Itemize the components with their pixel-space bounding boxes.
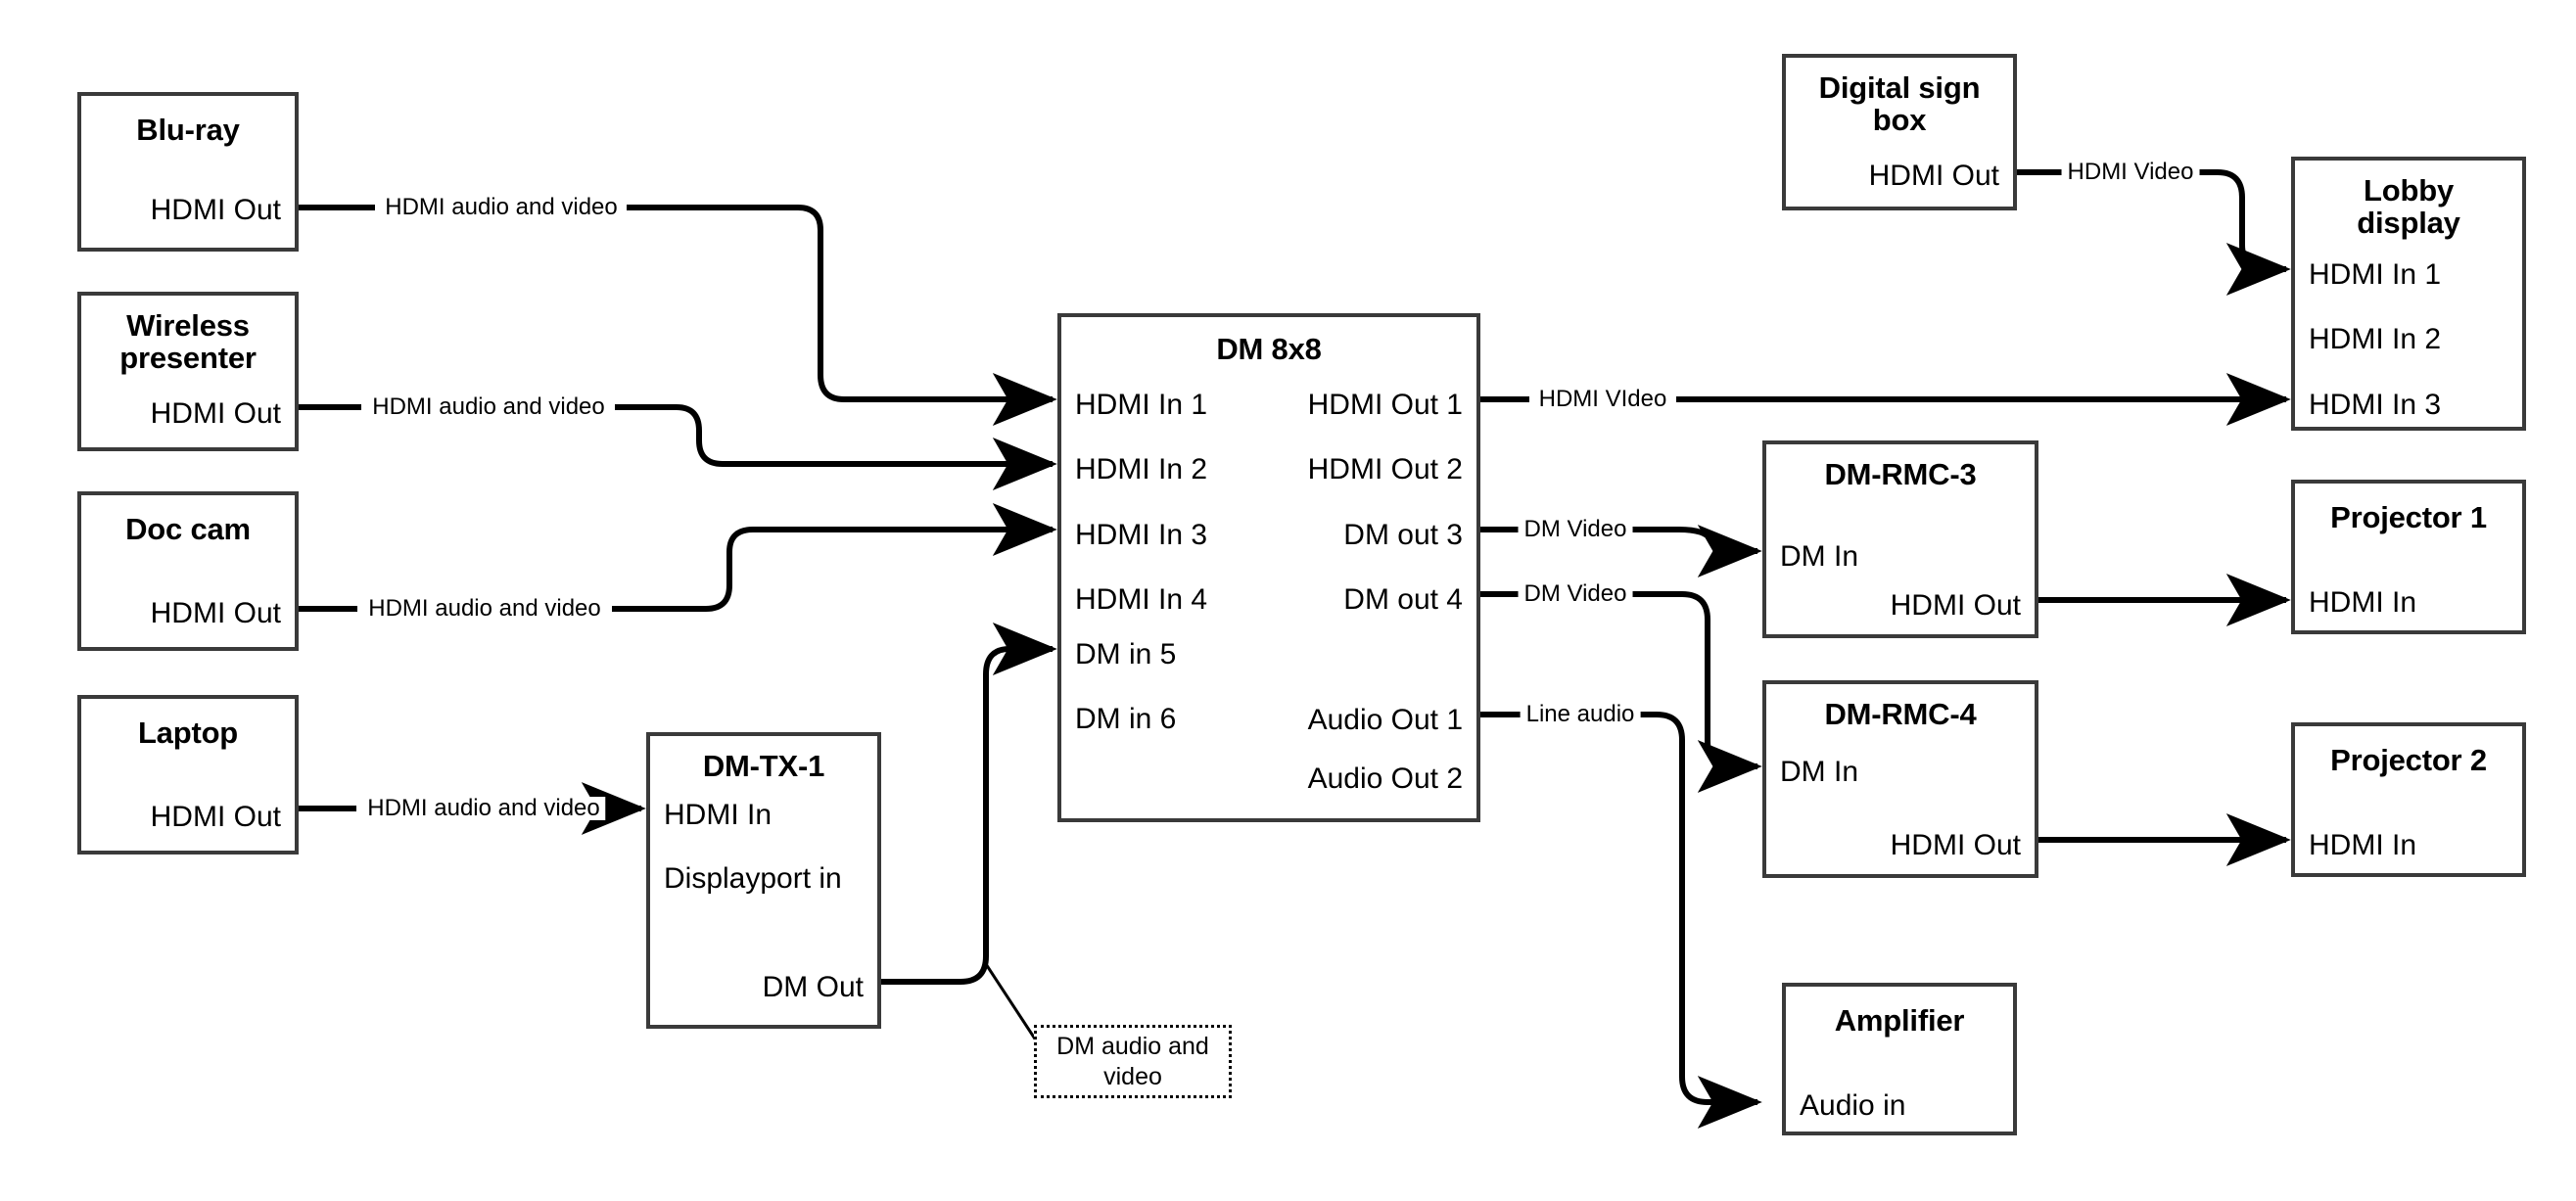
- node-amplifier[interactable]: Amplifier Audio in: [1782, 983, 2017, 1135]
- port-audio-in: Audio in: [1800, 1089, 1906, 1122]
- port-dm-in: DM In: [1780, 540, 1859, 573]
- node-title-line1: Wireless: [126, 308, 250, 343]
- node-title-line2: box: [1872, 103, 1927, 138]
- node-title-line1: Lobby: [2364, 173, 2454, 208]
- wire-label-dm-to-rmc3: DM Video: [1518, 518, 1633, 541]
- wire-dm8x8-to-dmrmc4: [1480, 591, 1757, 766]
- node-title: DM 8x8: [1216, 332, 1322, 366]
- port-hdmi-out: HDMI Out: [1890, 829, 2021, 861]
- node-title-line2: display: [2357, 206, 2460, 241]
- node-dm-rmc-3[interactable]: DM-RMC-3 DM In HDMI Out: [1762, 440, 2038, 638]
- wire-bluray-to-dm8x8: [299, 205, 1053, 399]
- port-dm-in: DM In: [1780, 756, 1859, 788]
- node-bluray[interactable]: Blu-ray HDMI Out: [77, 92, 299, 252]
- port-hdmi-out-2: HDMI Out 2: [1307, 453, 1463, 485]
- node-digital-sign-box[interactable]: Digital sign box HDMI Out: [1782, 54, 2017, 210]
- port-hdmi-in-3: HDMI In 3: [1075, 519, 1208, 551]
- node-dm-rmc-4[interactable]: DM-RMC-4 DM In HDMI Out: [1762, 680, 2038, 878]
- wire-label-doccam: HDMI audio and video: [362, 597, 607, 621]
- node-lobby-display[interactable]: Lobby display HDMI In 1 HDMI In 2 HDMI I…: [2291, 157, 2526, 431]
- node-title: Blu-ray: [136, 113, 240, 147]
- node-laptop[interactable]: Laptop HDMI Out: [77, 695, 299, 855]
- port-dm-in-5: DM in 5: [1075, 638, 1177, 670]
- node-title-line2: presenter: [119, 341, 257, 376]
- wire-label-dm-to-rmc4: DM Video: [1518, 582, 1633, 606]
- wire-sign-to-lobby: [2017, 169, 2286, 269]
- port-hdmi-out-1: HDMI Out 1: [1307, 389, 1463, 421]
- port-audio-out-2: Audio Out 2: [1307, 762, 1463, 795]
- port-hdmi-out: HDMI Out: [150, 801, 281, 833]
- node-title: Projector 1: [2330, 500, 2487, 534]
- port-hdmi-in: HDMI In: [664, 799, 773, 831]
- node-title: DM-RMC-3: [1824, 457, 1977, 491]
- port-hdmi-in-1: HDMI In 1: [2309, 258, 2442, 291]
- port-hdmi-in: HDMI In: [2309, 586, 2417, 619]
- node-projector-2[interactable]: Projector 2 HDMI In: [2291, 722, 2526, 877]
- port-hdmi-in: HDMI In: [2309, 829, 2417, 861]
- port-hdmi-out: HDMI Out: [1890, 589, 2021, 622]
- port-audio-out-1: Audio Out 1: [1307, 704, 1463, 736]
- port-hdmi-in-3: HDMI In 3: [2309, 389, 2442, 421]
- port-hdmi-out: HDMI Out: [1868, 160, 1999, 192]
- wire-label-wireless: HDMI audio and video: [366, 395, 611, 419]
- port-hdmi-in-1: HDMI In 1: [1075, 389, 1208, 421]
- node-dm-8x8[interactable]: DM 8x8 HDMI In 1 HDMI In 2 HDMI In 3 HDM…: [1057, 313, 1480, 822]
- node-wireless-presenter[interactable]: Wireless presenter HDMI Out: [77, 292, 299, 451]
- port-dm-out-4: DM out 4: [1343, 583, 1463, 616]
- port-hdmi-in-2: HDMI In 2: [2309, 323, 2442, 355]
- port-hdmi-in-4: HDMI In 4: [1075, 583, 1208, 616]
- wire-label-bluray: HDMI audio and video: [379, 196, 624, 219]
- port-dm-out-3: DM out 3: [1343, 519, 1463, 551]
- port-hdmi-out: HDMI Out: [150, 397, 281, 430]
- node-title: Laptop: [137, 716, 239, 750]
- node-title: Projector 2: [2330, 743, 2487, 777]
- wire-label-laptop: HDMI audio and video: [361, 797, 606, 820]
- wire-label-dm-to-amp: Line audio: [1520, 703, 1641, 726]
- node-title: DM-RMC-4: [1824, 697, 1977, 731]
- node-title: DM-TX-1: [702, 749, 825, 783]
- node-dm-tx-1[interactable]: DM-TX-1 HDMI In Displayport in DM Out: [646, 732, 881, 1029]
- wire-label-dm-to-lobby: HDMI VIdeo: [1532, 388, 1673, 411]
- wire-label-sign-to-lobby: HDMI Video: [2061, 161, 2200, 184]
- node-title-line1: Digital sign: [1818, 70, 1981, 105]
- label-dm-audio-and-video: DM audio and video: [1034, 1025, 1232, 1098]
- node-projector-1[interactable]: Projector 1 HDMI In: [2291, 480, 2526, 634]
- node-title: Doc cam: [125, 512, 251, 546]
- node-doc-cam[interactable]: Doc cam HDMI Out: [77, 491, 299, 651]
- wire-dmtx1-to-dm8x8: [881, 623, 1057, 985]
- node-title: Amplifier: [1834, 1003, 1965, 1038]
- port-hdmi-in-2: HDMI In 2: [1075, 453, 1208, 485]
- port-displayport-in: Displayport in: [664, 862, 842, 895]
- wire-dm8x8-to-amplifier: [1480, 712, 1757, 1102]
- port-dm-out: DM Out: [762, 971, 864, 1003]
- port-hdmi-out: HDMI Out: [150, 194, 281, 226]
- port-dm-in-6: DM in 6: [1075, 703, 1177, 735]
- port-hdmi-out: HDMI Out: [150, 597, 281, 629]
